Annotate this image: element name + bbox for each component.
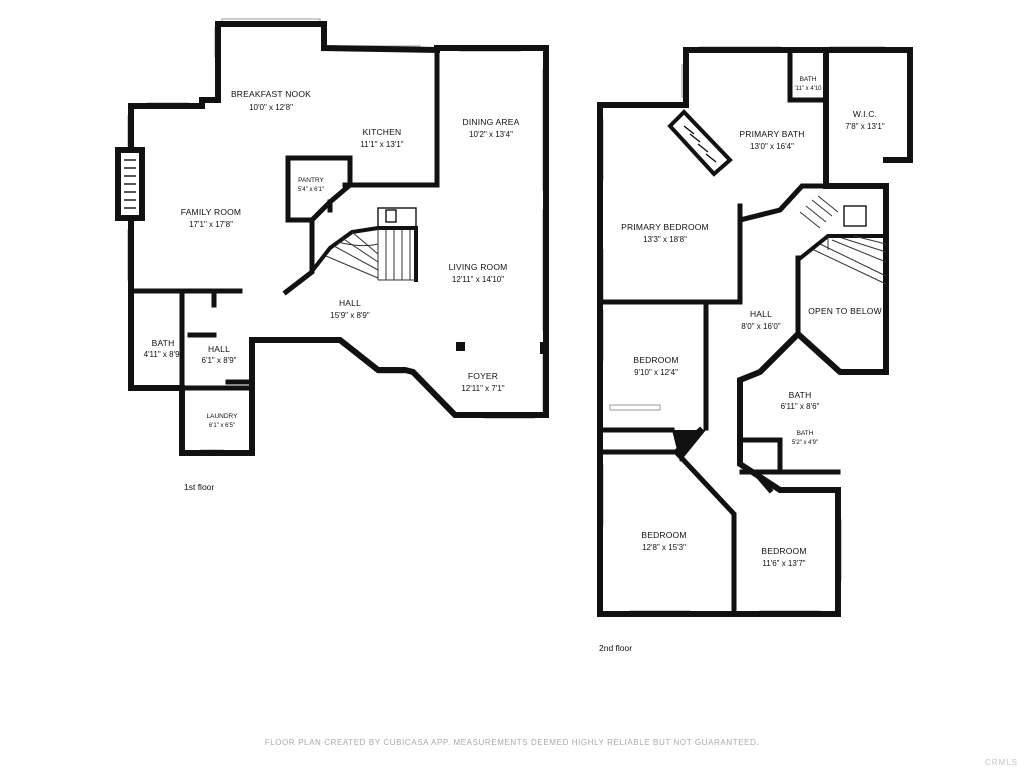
room-label-bedroom-3: BEDROOM <box>761 546 806 556</box>
room-label-laundry: LAUNDRY <box>207 413 239 420</box>
room-label-primary-bath: PRIMARY BATH <box>739 129 804 139</box>
room-dim-bedroom-2: 12'8" x 15'3" <box>642 543 686 552</box>
room-dim-hall-small: 6'1" x 8'9" <box>202 356 237 365</box>
room-label-bath: BATH <box>152 338 175 348</box>
room-dim-breakfast-nook: 10'0" x 12'8" <box>249 103 293 112</box>
column-icon <box>456 342 465 351</box>
room-label-bedroom-1: BEDROOM <box>633 355 678 365</box>
room-label-dining-area: DINING AREA <box>463 117 520 127</box>
first-floor-plan <box>115 18 549 456</box>
room-label-bath-2: BATH <box>789 390 812 400</box>
room-dim-living-room: 12'11" x 14'10" <box>452 275 504 284</box>
floor-label-2nd: 2nd floor <box>599 643 632 653</box>
room-label-living-room: LIVING ROOM <box>449 262 508 272</box>
second-floor-interior-walls <box>597 47 841 617</box>
room-label-bath-small: BATH <box>800 76 817 83</box>
shower-icon <box>667 109 733 177</box>
room-dim-bath-2: 6'11" x 8'6" <box>781 402 820 411</box>
room-dim-bath-3: 5'2" x 4'9" <box>792 440 818 446</box>
room-dim-foyer: 12'11" x 7'1" <box>461 384 504 393</box>
room-dim-bath: 4'11" x 8'9" <box>144 350 183 359</box>
floor-label-1st: 1st floor <box>184 482 214 492</box>
room-dim-laundry: 6'1" x 6'5" <box>209 423 235 429</box>
watermark: CRMLS <box>985 758 1018 767</box>
first-floor-interior-walls <box>128 47 440 391</box>
second-floor-walls <box>597 47 913 617</box>
room-dim-wic: 7'8" x 13'1" <box>845 122 885 131</box>
second-floor-plan <box>597 46 913 617</box>
footer-disclaimer: FLOOR PLAN CREATED BY CUBICASA APP. MEAS… <box>265 738 760 747</box>
room-dim-family-room: 17'1" x 17'8" <box>189 220 233 229</box>
room-label-hall-small: HALL <box>208 344 230 354</box>
room-dim-kitchen: 11'1" x 13'1" <box>360 140 403 149</box>
room-dim-dining-area: 10'2" x 13'4" <box>469 130 513 139</box>
room-dim-bedroom-1: 9'10" x 12'4" <box>634 368 678 377</box>
room-label-family-room: FAMILY ROOM <box>181 207 241 217</box>
room-dim-primary-bedroom: 13'3" x 18'8" <box>643 235 687 244</box>
first-floor-stairs <box>310 207 418 282</box>
room-label-hall: HALL <box>339 298 361 308</box>
room-label-hall-2f: HALL <box>750 309 772 319</box>
room-dim-hall-2f: 8'0" x 16'0" <box>741 322 781 331</box>
chimney-icon <box>672 430 706 462</box>
room-dim-bedroom-3: 11'6" x 13'7" <box>762 559 805 568</box>
room-label-wic: W.I.C. <box>853 109 877 119</box>
room-label-breakfast-nook: BREAKFAST NOOK <box>231 89 311 99</box>
fireplace-hearth <box>124 159 136 209</box>
room-dim-bath-small: '11" x 4'10 <box>795 86 823 92</box>
room-label-open-to-below: OPEN TO BELOW <box>808 306 882 316</box>
room-label-foyer: FOYER <box>468 371 498 381</box>
room-label-primary-bedroom: PRIMARY BEDROOM <box>621 222 709 232</box>
room-dim-primary-bath: 13'0" x 16'4" <box>750 142 794 151</box>
second-floor-stairs <box>795 195 888 285</box>
room-label-bedroom-2: BEDROOM <box>641 530 686 540</box>
room-dim-pantry: 5'4" x 6'1" <box>298 187 324 193</box>
room-dim-hall: 15'9" x 8'9" <box>330 311 370 320</box>
room-label-bath-3: BATH <box>797 430 814 437</box>
room-label-kitchen: KITCHEN <box>363 127 402 137</box>
room-label-pantry: PANTRY <box>298 177 324 184</box>
column-icon <box>540 342 546 354</box>
